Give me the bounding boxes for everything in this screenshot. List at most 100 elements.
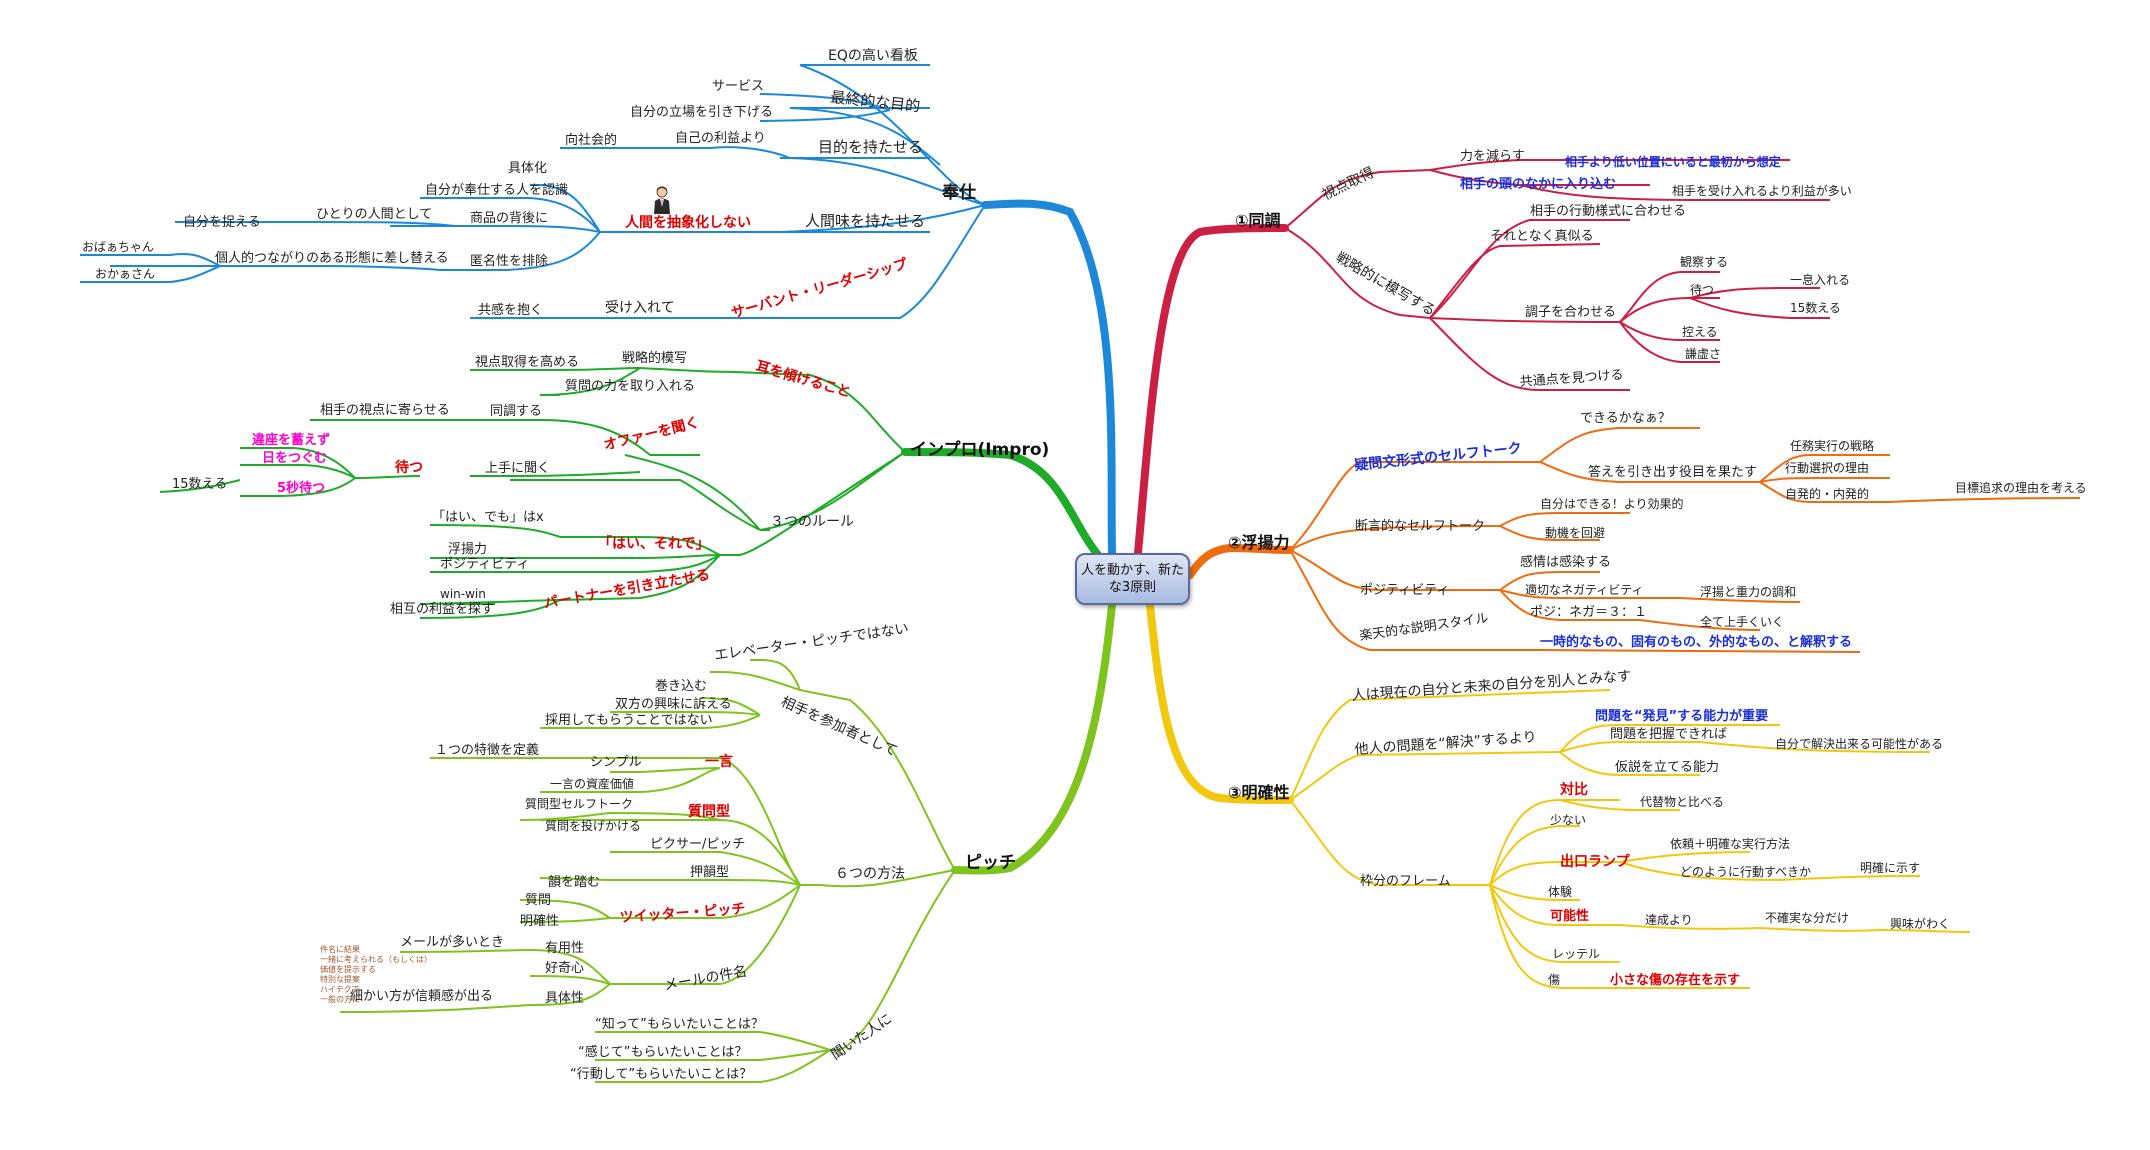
dochou-kazoeru: 15数える	[1790, 300, 1841, 315]
improv-zasai: 違座を蓄えず	[252, 432, 330, 448]
pitch-simple: シンプル	[590, 755, 642, 770]
pitch-labels: ピッチ エレベーター・ピッチではない 相手を参加者として 巻き込む 双方の興味に…	[320, 621, 1016, 1082]
fuyou-jihatsu: 自発的・内発的	[1785, 486, 1869, 501]
fuyou-rakkanteki: 楽天的な説明スタイル	[1358, 610, 1489, 644]
meikaku-meikaku-shimesu: 明確に示す	[1860, 860, 1920, 875]
dochou-senryakuteki: 戦略的に模写する	[1333, 250, 1438, 320]
pitch-sanka: 相手を参加者として	[778, 693, 900, 760]
fuyou-ninmu: 任務実行の戦略	[1790, 438, 1874, 453]
dochou-koudou-yoshiki: 相手の行動様式に合わせる	[1530, 204, 1686, 219]
improv-kazoeru15: 15数える	[172, 477, 227, 492]
pitch-shitsumon: 質問	[525, 893, 551, 908]
hoshi-kyoukan: 共感を抱く	[478, 302, 543, 318]
dochou-labels: ①同調 視点取得 力を減らす 相手より低い位置にいると最初から想定 相手の頭のな…	[1235, 148, 1852, 390]
pitch-tiny-notes: 件名に結果 一緒に考えられる（もしくは） 価値を提示する 特別な提案 ハイテクで…	[320, 944, 432, 1004]
pitch-meikakusei: 明確性	[520, 913, 559, 929]
meikaku-daitaibutsu: 代替物と比べる	[1640, 795, 1724, 809]
hoshi-jibun-tachiba: 自分の立場を引き下げる	[630, 105, 773, 120]
meikaku-title: ③明確性	[1228, 783, 1290, 802]
hoshi-labels: 奉仕 EQの高い看板 最終的な目的 サービス 自分の立場を引き下げる 目的を持た…	[82, 47, 976, 322]
pitch-twitter: ツイッター・ピッチ	[619, 901, 746, 926]
pitch-tiny-note: ハイテクで	[320, 985, 360, 994]
pitch-yuuyousei: 有用性	[545, 941, 584, 956]
businessperson-icon	[654, 186, 670, 214]
branch-fuyou-line	[1186, 543, 1294, 579]
dochou-sore-to-naku: それとなく真似る	[1490, 229, 1594, 244]
fuyou-kanjou: 感情は感染する	[1520, 554, 1611, 570]
pitch-souhou: 双方の興味に訴える	[615, 696, 732, 712]
meikaku-kasetsu: 仮説を立てる能力	[1615, 759, 1719, 775]
center-topic-text: 人を動かす、新たな3原則	[1081, 563, 1184, 595]
meikaku-dono-you: どのように行動すべきか	[1680, 865, 1811, 879]
improv-hi-tsugu: 日をつぐむ	[262, 451, 327, 466]
fuyou-gimonbun: 疑問文形式のセルフトーク	[1354, 440, 1523, 474]
improv-sougo-rieki: 相互の利益を探す	[390, 602, 494, 617]
improv-mimi: 耳を傾けること	[754, 358, 853, 401]
fuyou-kotae: 答えを引き出す役目を果たす	[1588, 464, 1757, 480]
hoshi-tokumei: 匿名性を排除	[470, 253, 548, 269]
improv-fuyouryoku: 浮揚力	[448, 541, 487, 557]
hoshi-kojinteki: 個人的つながりのある形態に差し替える	[215, 250, 449, 266]
pitch-tiny-note: 特別な提案	[320, 974, 360, 984]
hoshi-servant: サーバント・リーダーシップ	[729, 255, 910, 322]
pitch-koudou: “行動して”もらいたいことは？	[570, 1067, 752, 1082]
hoshi-gutaika: 具体化	[508, 161, 547, 176]
dochou-matsu: 待つ	[1690, 283, 1714, 297]
pitch-kanjite: “感じて”もらいたいことは？	[578, 1044, 747, 1060]
pitch-komakai: 細かい方が信頼感が出る	[350, 988, 493, 1004]
meikaku-mondai-hakken: 問題を“発見”する能力が重要	[1595, 708, 1768, 724]
improv-rule3: ３つのルール	[770, 514, 854, 530]
pitch-elevator: エレベーター・ピッチではない	[713, 621, 909, 664]
hoshi-ningenmi: 人間味を持たせる	[805, 212, 925, 230]
pitch-tiny-note: 一般の方に	[320, 994, 360, 1004]
pitch-saiyou: 採用してもらうことではない	[545, 713, 713, 728]
dochou-ichibyou: 一息入れる	[1790, 272, 1850, 287]
improv-doucho-suru: 同調する	[490, 404, 542, 419]
pitch-gutaisei: 具体性	[545, 991, 584, 1006]
hoshi-ukeirete: 受け入れて	[605, 300, 675, 316]
pitch-shitsumon-gata: 質問型	[688, 803, 730, 820]
pitch-title: ピッチ	[965, 853, 1016, 873]
branch-meikaku-line	[1146, 601, 1294, 804]
pitch-ouin-gata: 押韻型	[690, 864, 729, 880]
fuyou-koudou-sentaku: 行動選択の理由	[1785, 461, 1869, 475]
improv-positivity: ポジティビティ	[440, 557, 529, 572]
pitch-kiita-hito: 聞いた人に	[828, 1011, 895, 1063]
fuyou-douki: 動機を回避	[1545, 525, 1605, 540]
hoshi-jiko-rieki: 自己の利益より	[675, 131, 766, 146]
meikaku-irai: 依頼＋明確な実行方法	[1670, 836, 1790, 851]
fuyou-positivity: ポジティビティ	[1360, 583, 1449, 598]
hoshi-jibun-toraeru: 自分を捉える	[183, 215, 261, 230]
pitch-shitsumon-nage: 質問を投げかける	[545, 818, 641, 833]
hoshi-okaasan: おかぁさん	[95, 267, 155, 281]
fuyou-ichijiteki: 一時的なもの、固有のもの、外的なもの、と解釈する	[1540, 634, 1852, 650]
meikaku-kanousei: 可能性	[1550, 908, 1589, 924]
hoshi-chushouka: 人間を抽象化しない	[625, 214, 751, 231]
branch-dochou-line	[1134, 224, 1289, 557]
hoshi-service: サービス	[712, 79, 764, 94]
dochou-aite-hikui: 相手より低い位置にいると最初から想定	[1565, 154, 1781, 169]
improv-offer: オファーを聞く	[602, 415, 701, 454]
branch-pitch-line	[951, 601, 1116, 875]
meikaku-kyoumi: 興味がわく	[1890, 916, 1950, 931]
center-topic-node[interactable]: 人を動かす、新たな3原則	[1075, 553, 1190, 605]
dochou-kyoutsuu: 共通点を見つける	[1519, 368, 1624, 390]
hoshi-shouhin: 商品の背後に	[470, 211, 548, 226]
dochou-choushi: 調子を合わせる	[1525, 305, 1616, 320]
dochou-subbranches	[1284, 159, 1830, 391]
meikaku-taiken: 体験	[1548, 884, 1572, 899]
hoshi-obaachan: おばぁちゃん	[82, 240, 154, 254]
meikaku-waku: 枠分のフレーム	[1360, 874, 1451, 889]
meikaku-fukakujitsu: 不確実な分だけ	[1765, 910, 1849, 925]
dochou-aite-atama: 相手の頭のなかに入り込む	[1460, 176, 1616, 192]
hoshi-saishuteki: 最終的な目的	[830, 88, 921, 115]
branch-hoshi-line	[981, 199, 1116, 557]
dochou-shiten-shutoku: 視点取得	[1319, 164, 1377, 204]
pitch-mail-ooi: メールが多いとき	[400, 934, 504, 950]
fuyou-mokuhyou: 目標追求の理由を考える	[1955, 480, 2087, 495]
improv-matsu: 待つ	[395, 459, 423, 476]
improv-shitsumon-chikara: 質問の力を取り入れる	[565, 379, 695, 394]
improv-hai-sorede: 「はい、それで」	[598, 535, 710, 552]
pitch-hitokoto: 一言	[705, 753, 733, 770]
